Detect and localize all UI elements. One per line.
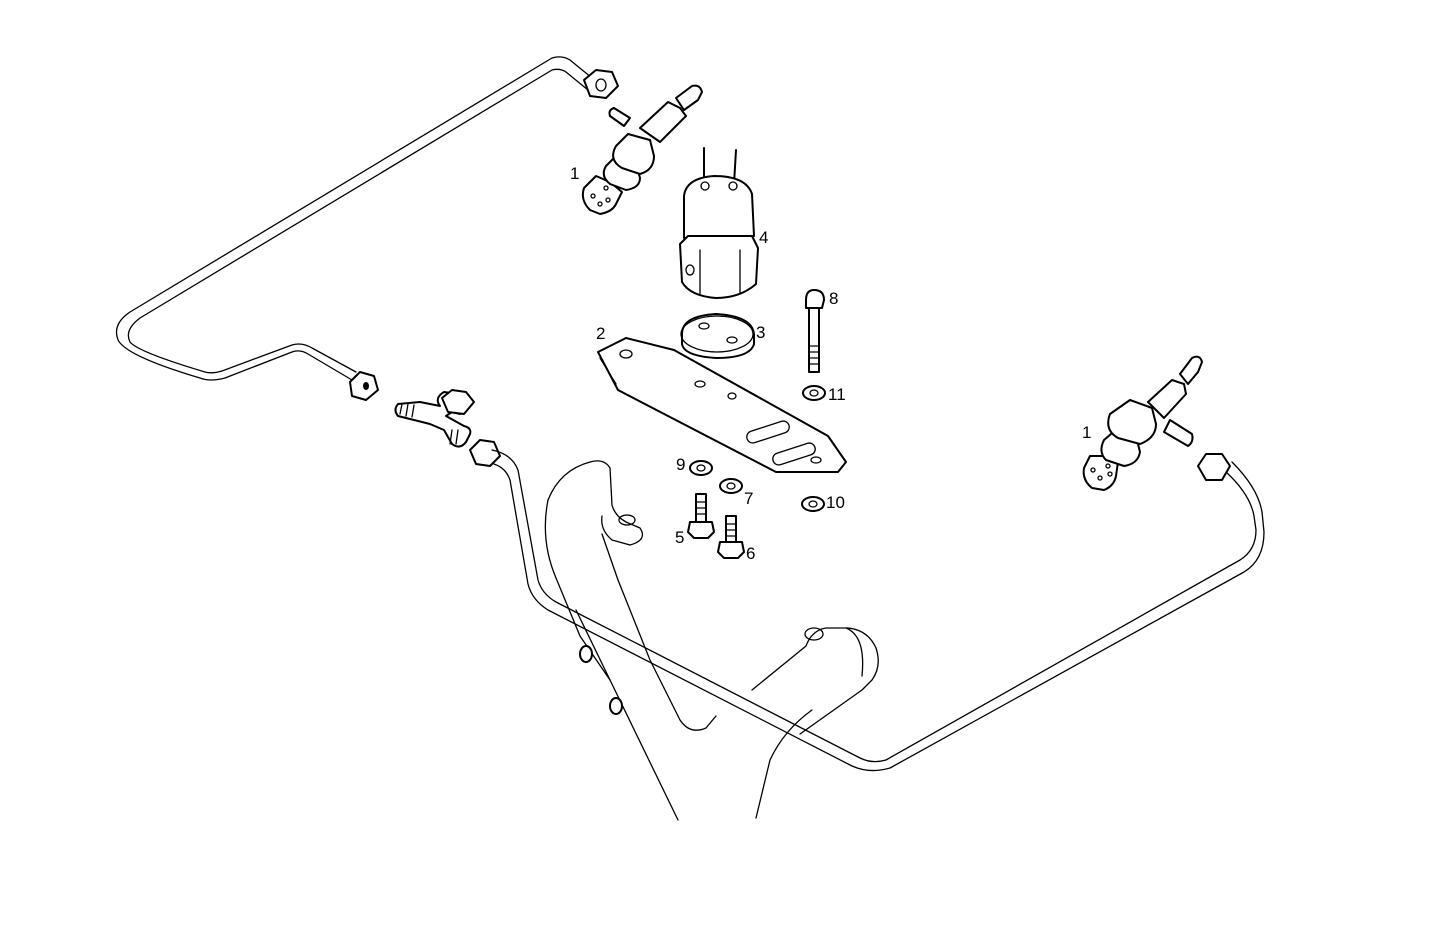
washer-11 bbox=[802, 385, 826, 401]
callout-11: 11 bbox=[828, 385, 846, 404]
callout-6: 6 bbox=[746, 544, 756, 563]
bracket-plate bbox=[597, 337, 847, 473]
washer-9 bbox=[689, 460, 713, 476]
fuel-pipe-right bbox=[469, 439, 1265, 772]
glow-plug-left bbox=[581, 84, 703, 215]
callout-7: 7 bbox=[744, 489, 754, 508]
hex-bolt-6 bbox=[717, 515, 745, 559]
fuel-pipe-left bbox=[115, 56, 619, 401]
callout-3: 3 bbox=[756, 323, 766, 342]
t-union-connector bbox=[394, 389, 475, 448]
long-bolt bbox=[805, 289, 825, 373]
callout-1-right: 1 bbox=[1082, 423, 1092, 442]
callout-4: 4 bbox=[759, 228, 769, 247]
washer-10 bbox=[801, 496, 825, 512]
callout-1-left: 1 bbox=[570, 164, 580, 183]
sensor-unit bbox=[679, 147, 759, 299]
washer-7 bbox=[719, 478, 743, 494]
spacer-disc bbox=[680, 313, 755, 359]
callout-8: 8 bbox=[829, 289, 839, 308]
glow-plug-right bbox=[1082, 355, 1203, 491]
hex-bolt-5 bbox=[687, 493, 715, 539]
callout-9: 9 bbox=[676, 455, 686, 474]
callout-2: 2 bbox=[596, 324, 606, 343]
callout-10: 10 bbox=[826, 493, 845, 512]
callout-5: 5 bbox=[675, 528, 685, 547]
manifold-support bbox=[544, 460, 879, 821]
